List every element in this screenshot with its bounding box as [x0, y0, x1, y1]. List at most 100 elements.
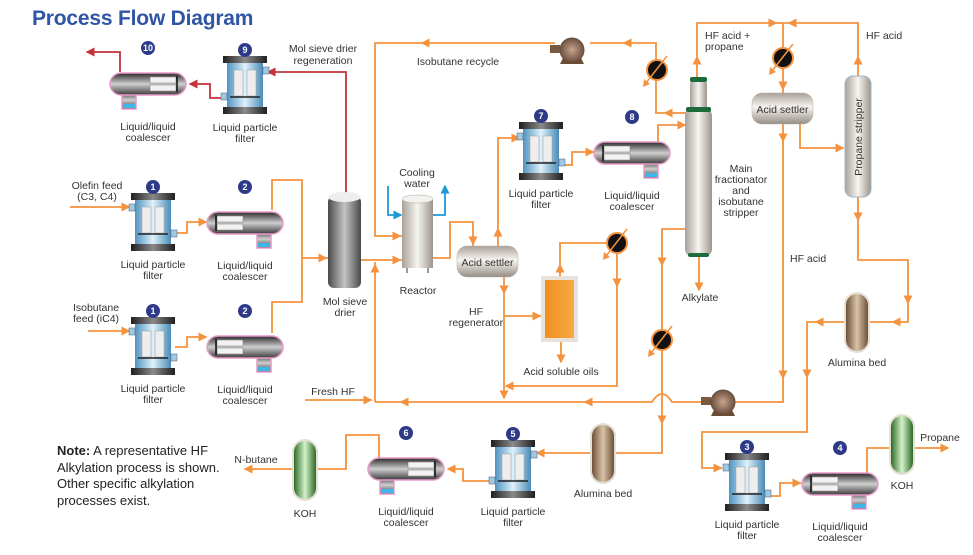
note-body: A representative HF Alkylation process i… — [57, 443, 220, 508]
flow-arrow-icon — [622, 38, 632, 48]
exchanger-flow-line — [605, 228, 628, 257]
note-bold: Note: — [57, 443, 91, 458]
exchanger-flow-line — [771, 43, 794, 72]
equipment-label: Acid soluble oils — [523, 366, 598, 378]
outlet-port — [170, 229, 178, 238]
equipment-label: Reactor — [400, 285, 437, 297]
flow-arrow-icon — [555, 263, 565, 273]
fractionator-column — [685, 108, 712, 257]
equipment-label: filter — [531, 199, 551, 211]
step-number-badge: 1 — [146, 304, 160, 318]
flow-arrow-icon — [504, 381, 514, 391]
flow-arrow-icon — [440, 184, 450, 194]
coalescer-shell — [367, 457, 445, 481]
step-number-badge: 9 — [238, 43, 252, 57]
exchanger-arrow — [769, 67, 776, 75]
coalescer-shell — [801, 472, 879, 496]
flow-arrow-icon — [663, 108, 673, 118]
equipment-label: Liquid particle — [121, 259, 186, 271]
equipment-label: Liquid/liquid — [378, 506, 434, 518]
filter-bottom-cap — [519, 173, 563, 180]
stream-label: propane — [705, 41, 744, 53]
water-layer — [645, 173, 657, 177]
badge-circle — [534, 109, 548, 123]
flow-arrow-icon — [511, 133, 521, 143]
liquid-liquid-coalescer — [367, 457, 445, 495]
stream-label: HF acid — [790, 253, 826, 265]
step-number-badge: 10 — [141, 41, 155, 55]
water-layer — [381, 489, 393, 493]
badge-number: 9 — [242, 45, 247, 55]
reactor — [401, 194, 434, 273]
settler-vessel — [751, 92, 814, 125]
filter-body — [523, 128, 559, 174]
flow-arrow-icon — [499, 285, 509, 295]
reactor-vessel — [402, 199, 433, 268]
stream-label: HF acid + — [705, 30, 750, 42]
badge-circle — [146, 180, 160, 194]
stream-label: N-butane — [234, 454, 277, 466]
equipment-label: Liquid particle — [481, 506, 546, 518]
liquid-particle-filter — [488, 440, 538, 498]
inlet-port — [516, 132, 524, 141]
flow-arrow-icon — [556, 354, 566, 364]
flow-arrow-icon — [266, 67, 276, 77]
badge-number: 2 — [242, 306, 247, 316]
flow-arrow-icon — [393, 210, 403, 220]
coalescer-element — [149, 76, 177, 84]
process-pipe — [735, 124, 784, 403]
filter-body — [227, 62, 263, 108]
process-pipe — [433, 221, 474, 259]
coalescer-element — [603, 153, 631, 161]
koh-vessel — [889, 414, 915, 475]
equipment-label: Liquid/liquid — [120, 121, 176, 133]
flow-arrow-icon — [85, 47, 95, 57]
equipment-label: Liquid particle — [213, 122, 278, 134]
filter-top-cap — [131, 193, 175, 200]
flow-arrow-icon — [814, 317, 824, 327]
bed-vessel — [294, 441, 316, 499]
equipment-label: coalescer — [223, 395, 268, 407]
coalescer-element — [811, 476, 839, 484]
step-number-badge: 5 — [506, 427, 520, 441]
equipment-label: filter — [737, 530, 757, 542]
filter-cartridge — [542, 135, 553, 163]
process-pipe — [866, 447, 891, 473]
stream-label: Mol sieve drier — [289, 43, 358, 55]
inlet-port — [262, 66, 270, 75]
fractionator-top-section — [690, 78, 707, 114]
pump-inlet — [550, 45, 560, 53]
flow-arrow-icon — [493, 227, 503, 237]
coalescer-element — [216, 339, 244, 347]
flow-arrow-icon — [370, 263, 380, 273]
inlet-port — [128, 203, 136, 212]
process-pipe — [768, 482, 801, 497]
stripper-vessel — [844, 75, 872, 198]
stream-label: regeneration — [294, 55, 353, 67]
outlet-port — [170, 353, 178, 362]
filter-cartridge — [748, 466, 759, 494]
flow-arrow-icon — [802, 369, 812, 379]
flow-arrow-icon — [891, 317, 901, 327]
badge-number: 3 — [744, 442, 749, 452]
equipment-label: Alumina bed — [828, 357, 887, 369]
equipment-label: fractionator — [715, 174, 768, 186]
equipment-label: coalescer — [384, 517, 429, 529]
equipment-label: Acid settler — [757, 104, 809, 116]
filter-top-cap — [519, 122, 563, 129]
filter-bottom-cap — [131, 368, 175, 375]
flow-arrow-icon — [768, 18, 778, 28]
cooling-water-pipe — [387, 186, 401, 216]
coalescer-element — [407, 469, 435, 477]
exchanger-flow-line — [650, 325, 673, 354]
badge-circle — [146, 304, 160, 318]
page-title: Process Flow Diagram — [32, 7, 254, 30]
heat-exchanger-icon — [648, 325, 673, 357]
badge-number: 4 — [837, 443, 842, 453]
process-pipe — [799, 124, 843, 149]
process-pipe — [590, 42, 686, 114]
step-number-badge: 2 — [238, 304, 252, 318]
liquid-liquid-coalescer — [206, 211, 284, 249]
pump-icon — [701, 389, 736, 416]
